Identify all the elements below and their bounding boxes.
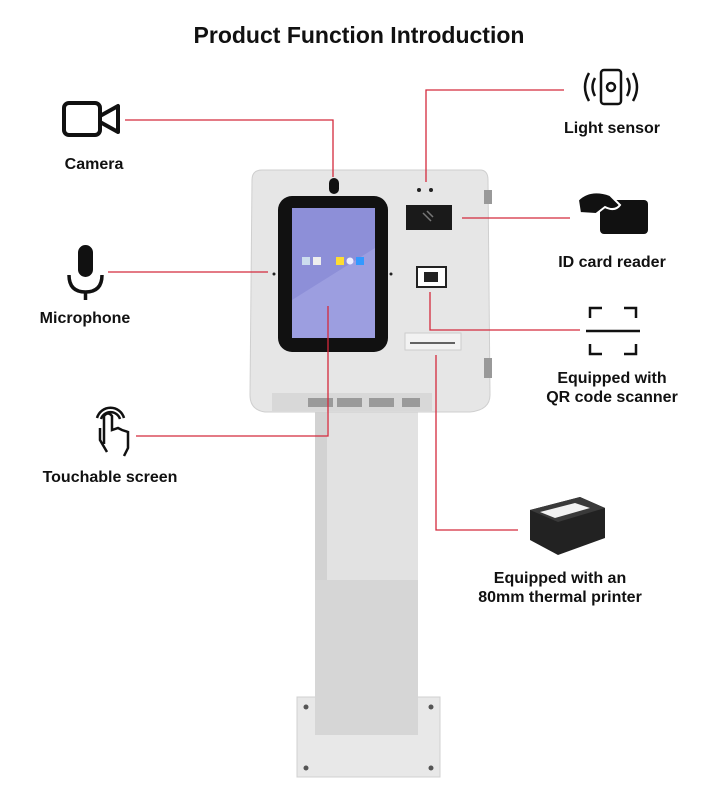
camera-lens	[329, 178, 339, 194]
touch-hand-icon	[95, 406, 130, 457]
id-card-reader-label: ID card reader	[558, 254, 666, 271]
touch-screen-label: Touchable screen	[42, 469, 178, 486]
kiosk-pole	[315, 405, 418, 735]
printer-label-line1: Equipped with an	[493, 570, 627, 587]
qr-scanner-icon	[586, 306, 640, 356]
page-title: Product Function Introduction	[193, 22, 525, 48]
card-reader-slot	[406, 205, 452, 230]
thermal-printer-icon	[530, 497, 605, 555]
kiosk-head	[249, 169, 492, 413]
light-sensor-label: Light sensor	[563, 120, 661, 137]
microphone-label: Microphone	[39, 310, 131, 327]
qr-scanner-label: Equipped with QR code scanner	[546, 369, 678, 407]
printer-slot	[404, 332, 462, 351]
printer-label-line2: 80mm thermal printer	[478, 589, 642, 606]
qr-label-line2: QR code scanner	[546, 389, 678, 406]
qr-label-line1: Equipped with	[557, 370, 667, 387]
leader-lines	[108, 89, 580, 531]
microphone-icon	[67, 245, 104, 300]
camera-label: Camera	[64, 156, 124, 173]
printer-label: Equipped with an 80mm thermal printer	[478, 569, 642, 607]
light-sensor-icon	[583, 68, 639, 106]
id-card-icon	[576, 191, 648, 234]
camera-icon	[62, 101, 120, 137]
